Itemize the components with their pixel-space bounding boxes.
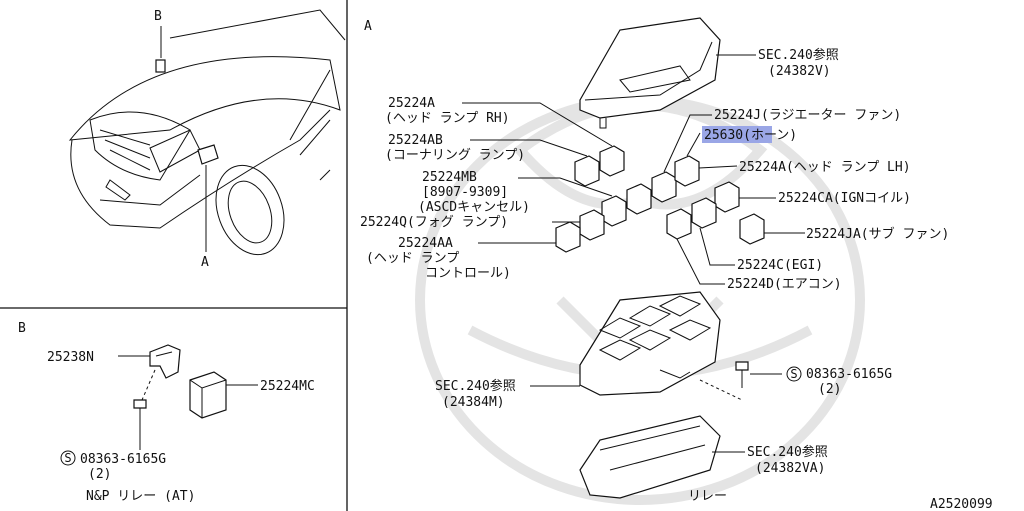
relay-mc-part (189, 371, 227, 419)
leader-lines (462, 102, 805, 285)
car-label-b: B (154, 9, 162, 24)
part-25224aa: 25224AA (398, 236, 453, 251)
relay-25224ja (739, 213, 765, 245)
bolt-b (133, 399, 147, 420)
panel-a-label: A (364, 19, 372, 34)
sec240-bot-ref: SEC.240参照 (747, 444, 828, 460)
bolt-b-qty: (2) (88, 467, 111, 482)
diagram-id: A2520099 (930, 497, 993, 511)
part-25224aa-desc1: (ヘッド ランプ (366, 251, 459, 266)
panel-b-label: B (18, 321, 26, 336)
part-25224mb-range: [8907-9309] (422, 185, 508, 200)
relay-25224j (651, 171, 677, 203)
part-25224ca: 25224CA(IGNコイル) (778, 191, 911, 206)
part-25224c: 25224C(EGI) (737, 258, 823, 273)
relay-25224d (666, 208, 692, 240)
part-25224a-lh: 25224A(ヘッド ランプ LH) (739, 160, 911, 175)
relay-box-cover (579, 17, 721, 129)
part-25224ab-desc: (コーナリング ランプ) (385, 148, 525, 163)
standard-part-letter-a: S (790, 367, 797, 381)
relay-25224c (691, 197, 717, 229)
panel-a-caption: リレー (688, 489, 727, 504)
relays-group (555, 145, 765, 253)
panel-dividers (0, 0, 348, 511)
relay-25630 (674, 155, 700, 187)
panel-b-caption: N&P リレー (AT) (86, 489, 195, 504)
car-label-a: A (201, 255, 209, 270)
relay-b-marker (155, 59, 166, 73)
part-25224a-rh: 25224A (388, 96, 435, 111)
bolt-b-part-number: 08363-6165G (80, 452, 166, 467)
part-25224q: 25224Q(フォグ ランプ) (360, 215, 508, 230)
standard-part-symbol-b (60, 450, 76, 466)
part-25224aa-desc2: コントロール) (425, 266, 511, 281)
part-25630: 25630(ホーン) (704, 128, 797, 143)
highlight-25630 (702, 126, 772, 143)
part-25224ab: 25224AB (388, 133, 443, 148)
sec240-mid-code: (24384M) (442, 395, 505, 410)
bracket-part-number: 25238N (47, 350, 94, 365)
sec240-mid-ref: SEC.240参照 (435, 378, 516, 394)
relay-mc-part-number: 25224MC (260, 379, 315, 394)
car-illustration (68, 9, 346, 256)
relay-25224ab (574, 155, 600, 187)
bracket-part (149, 344, 181, 379)
sec240-bot-code: (24382VA) (755, 461, 825, 476)
relay-25224mb (601, 195, 627, 227)
relay-25224a-lh (626, 183, 652, 215)
part-25224ja: 25224JA(サブ ファン) (806, 226, 949, 242)
relay-box-a-marker (197, 144, 219, 165)
part-25224j: 25224J(ラジエーター ファン) (714, 108, 901, 123)
part-25224a-rh-desc: (ヘッド ランプ RH) (385, 111, 510, 126)
bolt-a-part-number: 08363-6165G (806, 367, 892, 382)
sec240-top-code: (24382V) (768, 64, 831, 79)
bolt-a-qty: (2) (818, 382, 841, 397)
relay-25224ca (714, 181, 740, 213)
standard-part-symbol-a (786, 366, 802, 382)
part-25224mb-desc: (ASCDキャンセル) (418, 200, 530, 215)
relay-25224aa (555, 221, 581, 253)
relay-box-base (579, 291, 721, 396)
sec240-top-ref: SEC.240参照 (758, 47, 839, 63)
relay-25224q (579, 209, 605, 241)
bolt-a (735, 361, 749, 388)
relay-box-tray (579, 415, 721, 499)
part-25224mb: 25224MB (422, 170, 477, 185)
relay-25224a-rh (599, 145, 625, 177)
standard-part-letter-b: S (64, 451, 71, 465)
part-25224d: 25224D(エアコン) (727, 277, 842, 292)
